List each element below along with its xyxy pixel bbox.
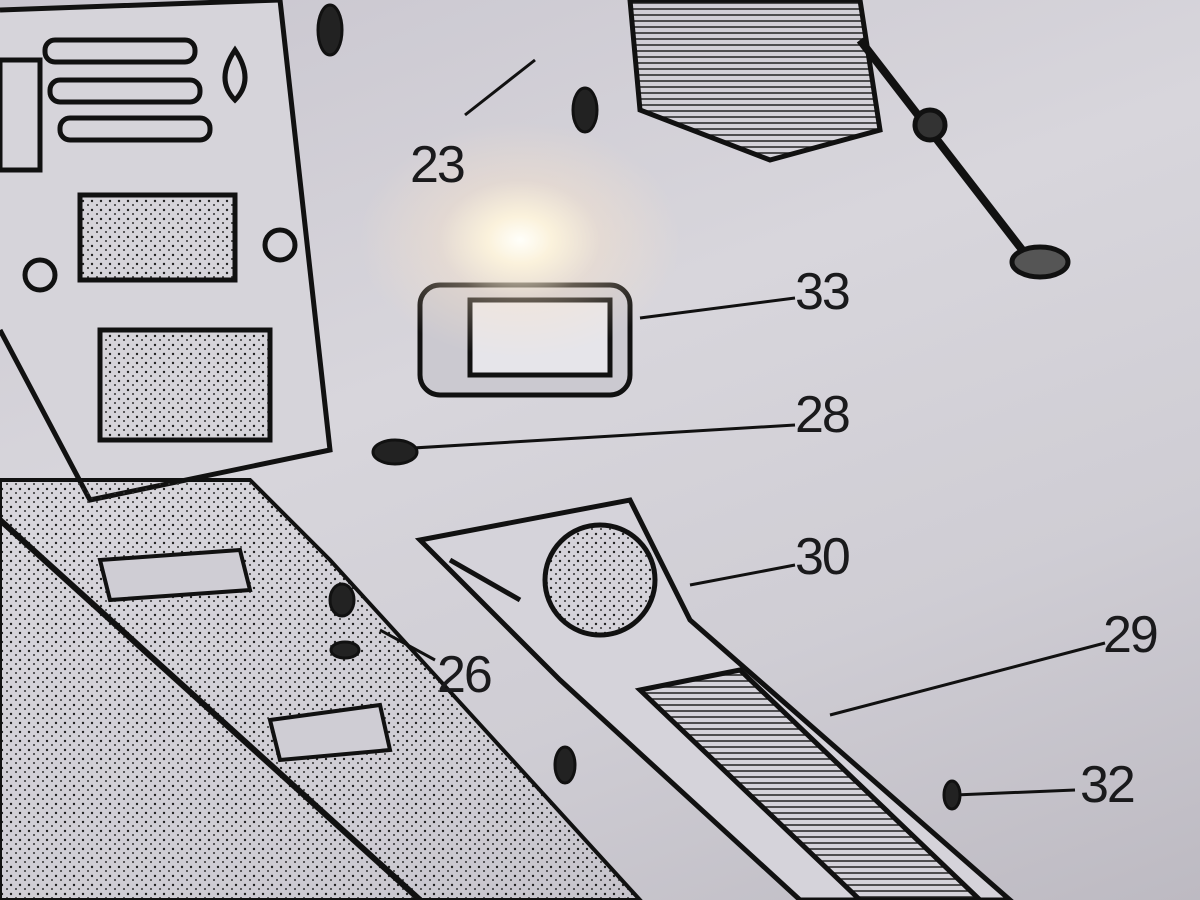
- part-label-28: 28: [795, 386, 851, 444]
- frame-rail: [0, 478, 643, 900]
- part-label-29: 29: [1103, 606, 1159, 664]
- part-label-30: 30: [795, 528, 851, 586]
- bracket-29: [414, 497, 1014, 900]
- part-label-23: 23: [410, 136, 466, 194]
- part-label-32: 32: [1080, 756, 1136, 814]
- part-label-26: 26: [437, 646, 493, 704]
- part-label-33: 33: [795, 263, 851, 321]
- lamp-33: [417, 282, 633, 398]
- top-right-assembly: [627, 0, 1071, 280]
- control-panel: [0, 0, 333, 503]
